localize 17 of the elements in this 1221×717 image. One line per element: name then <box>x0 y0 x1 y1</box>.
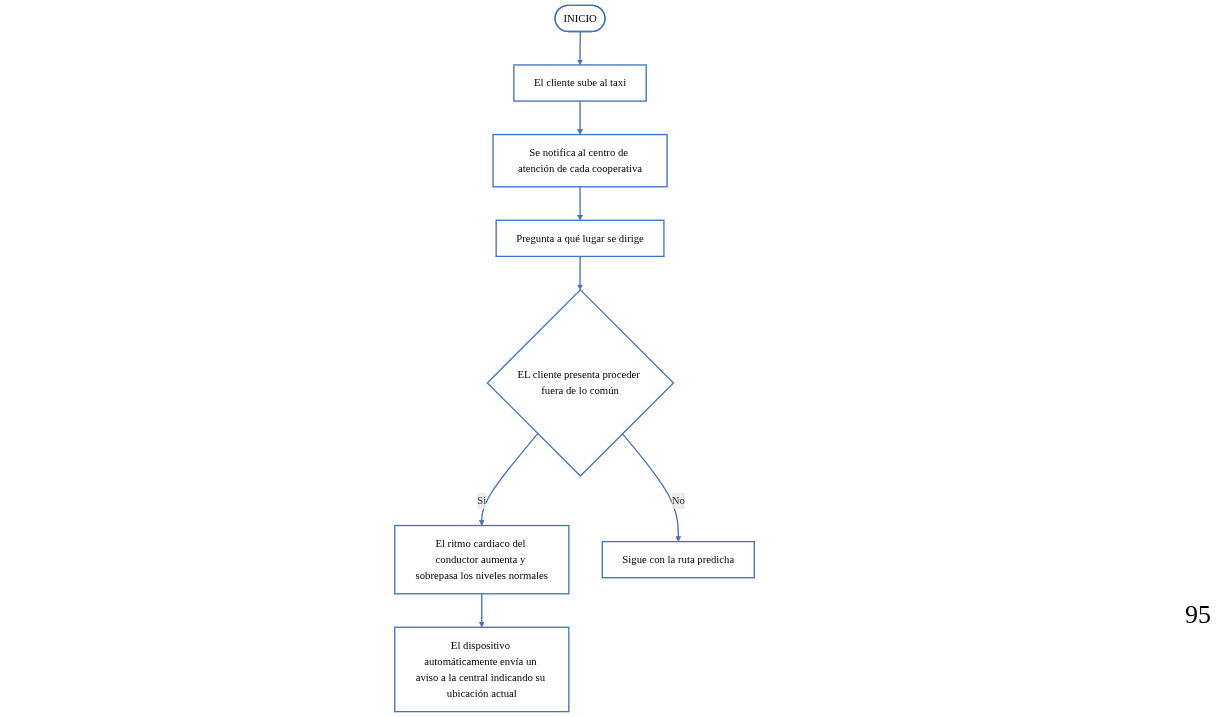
node-box: El dispositivo automáticamente envía un aviso a la central indicando su ubicación actual <box>394 626 570 713</box>
arrow <box>479 433 539 526</box>
edge-label: No <box>672 494 686 507</box>
arrow <box>479 593 486 628</box>
node-box: Pregunta a qué lugar se dirige <box>495 219 666 258</box>
edge-label: Si <box>477 494 487 507</box>
arrow <box>622 433 682 542</box>
node-box: Sigue con la ruta predicha <box>602 540 756 579</box>
node-box: El ritmo cardiaco del conductor aumenta y sobrepasa los niveles normales <box>394 524 570 595</box>
arrow <box>577 255 584 291</box>
node-box: Se notifica al centro de atención de cada cooperativa <box>492 133 669 188</box>
arrow <box>577 100 584 135</box>
node-box: El cliente sube al taxi <box>513 64 648 102</box>
page-number: 95 <box>1185 600 1211 630</box>
arrow <box>577 186 584 221</box>
arrow <box>577 31 584 66</box>
node-diamond: EL cliente presenta proceder fuera de lo común <box>486 288 675 477</box>
